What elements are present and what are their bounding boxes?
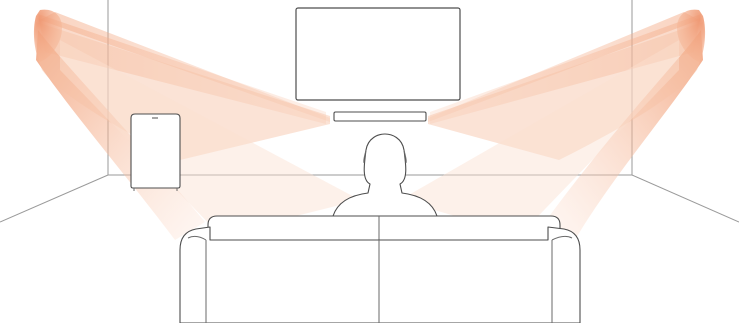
left-sound-beam: [33, 9, 360, 240]
right-floor-line: [631, 174, 739, 223]
tv: [295, 7, 461, 101]
sofa: [179, 215, 581, 323]
subwoofer: [130, 113, 181, 191]
soundbar: [333, 111, 427, 122]
left-floor-line: [0, 174, 109, 223]
right-sound-beam: [400, 9, 706, 240]
listener: [332, 133, 438, 217]
